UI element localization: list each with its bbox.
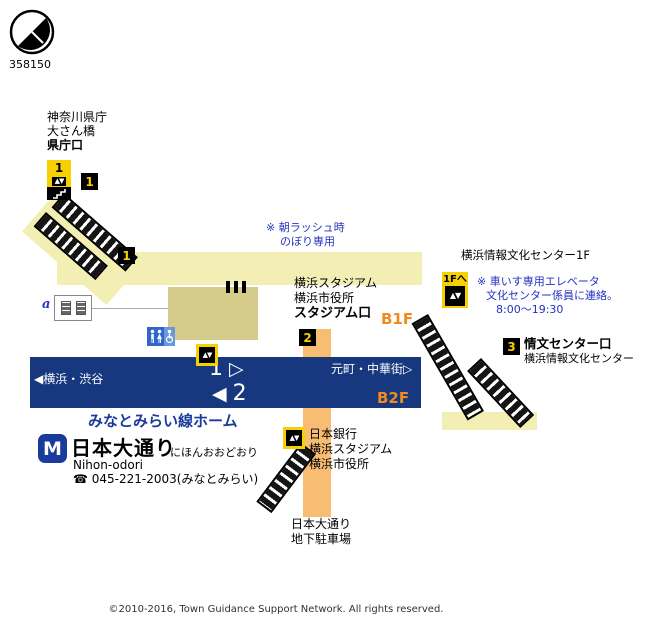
restroom-sign xyxy=(147,327,175,346)
exit1-destination-1: 神奈川県庁 xyxy=(47,110,108,124)
left-arrow-icon: ◀ xyxy=(212,383,227,405)
station-name: 日本大通り xyxy=(71,436,176,460)
elevator-1f-sign-label: 1Fへ xyxy=(443,274,467,285)
right-arrow-icon: ▷ xyxy=(229,358,244,380)
exit2-destination-2: 横浜市役所 xyxy=(294,291,355,305)
copyright: ©2010-2016, Town Guidance Support Networ… xyxy=(108,604,444,615)
platform-name: みなとみらい線ホーム xyxy=(88,412,238,430)
platform-band xyxy=(30,357,421,408)
station-phone: ☎ 045-221-2003(みなとみらい) xyxy=(73,472,259,486)
floor-label-b1f: B1F xyxy=(381,310,414,328)
elevator-icon: ▲▼ xyxy=(286,430,302,446)
facility-connector-line xyxy=(92,308,168,309)
elevator-icon: ▲▼ xyxy=(445,286,465,306)
info-center-1f-label: 横浜情報文化センター1F xyxy=(461,248,590,262)
exit1-destination-2: 大さん橋 xyxy=(47,124,96,138)
minatomirai-line-logo: M xyxy=(38,434,67,463)
wheelchair-elevator-note-line2: 文化センター係員に連絡。 xyxy=(486,289,618,302)
toilet-icon xyxy=(147,327,164,346)
exit3-badge: 3 xyxy=(503,338,520,355)
platform-elevator-sign: ▲▼ xyxy=(196,344,218,366)
rush-hour-note-line1: ※ 朝ラッシュ時 xyxy=(266,221,345,234)
concourse-area xyxy=(168,287,258,340)
elevator-icon: ▲▼ xyxy=(199,347,215,363)
station-name-en: Nihon-odori xyxy=(73,458,143,472)
exit2-badge: 2 xyxy=(299,329,316,346)
stairs-icon xyxy=(47,187,71,200)
floor-label-b2f: B2F xyxy=(377,389,410,407)
station-name-kana: にほんおおどおり xyxy=(170,446,258,459)
wheelchair-icon xyxy=(164,327,175,346)
parking-label-line2: 地下駐車場 xyxy=(291,532,352,546)
ticket-gates-icon xyxy=(226,281,246,293)
elevator-1f-sign: 1Fへ ▲▼ xyxy=(442,272,468,308)
exit1-sign-number: 1 xyxy=(47,160,71,175)
bank-elevator-sign: ▲▼ xyxy=(283,427,305,449)
poi-stadium-label: 横浜スタジアム xyxy=(309,442,393,456)
exit3-gate-name: 情文センター口 xyxy=(524,336,612,351)
elevator-icon: ▲▼ xyxy=(47,175,71,187)
facility-icons-box xyxy=(54,295,92,321)
poi-cityhall-label: 横浜市役所 xyxy=(309,457,370,471)
locker-icon xyxy=(60,301,71,315)
exit1-gate-name: 県庁口 xyxy=(47,138,84,152)
exit2-gate-name: スタジアム口 xyxy=(294,306,372,321)
exit1-stairs-badge: 1 xyxy=(81,173,98,190)
direction-left-label: ◀横浜・渋谷 xyxy=(34,372,104,386)
exit2-destination-1: 横浜スタジアム xyxy=(294,276,378,290)
rush-hour-note-line2: のぼり専用 xyxy=(280,235,335,248)
wheelchair-elevator-note-line3: 8:00〜19:30 xyxy=(496,303,564,316)
legend-key-a: a xyxy=(42,297,51,312)
vending-machine-icon xyxy=(75,301,86,315)
wheelchair-elevator-note-line1: ※ 車いす専用エレベータ xyxy=(477,275,600,288)
exit1-sign: 1 ▲▼ xyxy=(47,160,71,200)
exit1-escalator-badge: 1 xyxy=(118,247,135,264)
map-id: 358150 xyxy=(9,58,51,71)
poi-bank-label: 日本銀行 xyxy=(309,427,358,441)
compass-icon xyxy=(9,9,55,55)
exit3-destination: 横浜情報文化センター xyxy=(524,352,634,365)
direction-right-label: 元町・中華街▷ xyxy=(331,362,413,376)
track-2-label: ◀2 xyxy=(212,381,247,406)
parking-label-line1: 日本大通り xyxy=(291,517,352,531)
